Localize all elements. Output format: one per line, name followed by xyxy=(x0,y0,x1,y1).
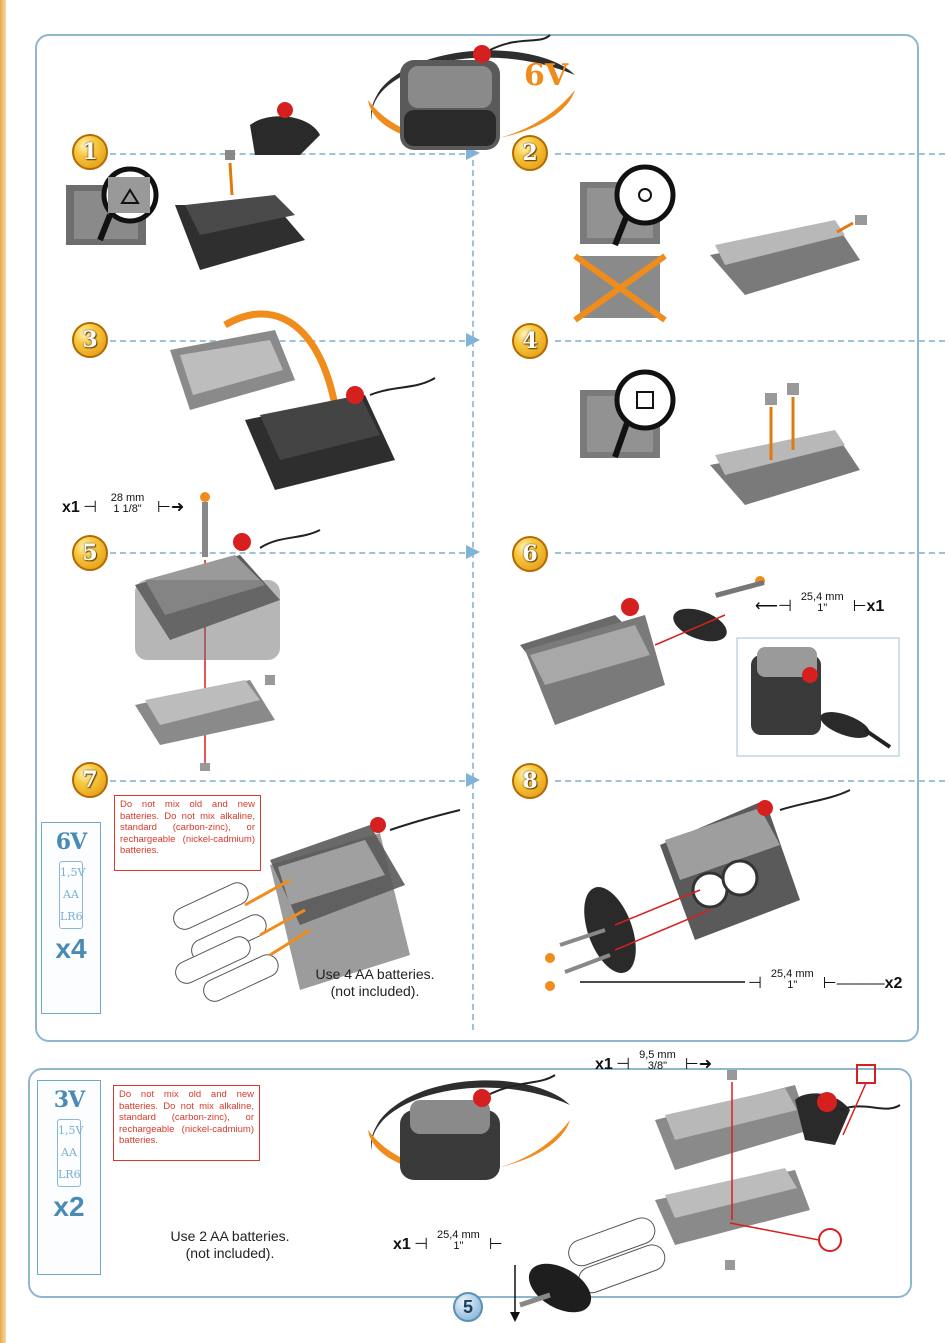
battery-pack-6v-hero xyxy=(368,34,575,150)
measure-3v-top: x1 ⊣ 9,5 mm 3/8" ⊢➜ xyxy=(595,1049,713,1074)
measure-3v-top-inch: 3/8" xyxy=(647,1060,668,1072)
panel-6v-cell: 1,5V AA LR6 xyxy=(59,861,86,929)
step-6-inch: 1" xyxy=(817,602,828,614)
measure-3v-bottom-qty: x1 xyxy=(393,1236,411,1253)
center-divider xyxy=(472,150,474,1030)
step-7-warning: Do not mix old and new batteries. Do not… xyxy=(114,795,261,871)
caption-3v: Use 2 AA batteries. (not included). xyxy=(155,1228,305,1262)
warning-3v: Do not mix old and new batteries. Do not… xyxy=(113,1085,260,1161)
panel-3v-cell-code: LR6 xyxy=(58,1168,81,1181)
step-6-qty: x1 xyxy=(866,598,885,615)
step-4-badge: 4 xyxy=(512,323,548,359)
row-7-arrow xyxy=(466,773,480,787)
row-3-arrow xyxy=(466,333,480,347)
panel-6v-cell-volt: 1,5V xyxy=(60,866,86,879)
row-5-arrow xyxy=(466,545,480,559)
voltage-badge-6v: 6V xyxy=(524,58,569,93)
row-5-line xyxy=(110,552,465,554)
row-8-line xyxy=(555,780,945,782)
caption-3v-line-1: Use 2 AA batteries. xyxy=(170,1228,290,1244)
row-2-line xyxy=(555,153,945,155)
step-5-illustration xyxy=(135,492,321,771)
step-6-badge: 6 xyxy=(512,536,548,572)
caption-3v-line-2: (not included). xyxy=(185,1245,275,1261)
step-5-badge: 5 xyxy=(72,535,108,571)
step-4-illustration xyxy=(580,369,860,505)
battery-pack-3v-hero xyxy=(368,1074,570,1180)
step-6-size: 25,4 mm xyxy=(800,591,844,603)
exploded-3v-illustration xyxy=(510,1064,901,1322)
step-1-illustration xyxy=(66,102,320,270)
step-6-illustration xyxy=(520,576,900,757)
step-7-badge: 7 xyxy=(72,762,108,798)
step-2-illustration xyxy=(573,164,867,323)
row-3-line xyxy=(110,340,465,342)
measure-3v-top-qty: x1 xyxy=(595,1056,613,1073)
step-2-badge: 2 xyxy=(512,135,548,171)
step-7-illustration xyxy=(173,809,461,1002)
step-6-measure: ⟵⊣ 25,4 mm 1" ⊢x1 xyxy=(755,591,885,616)
row-7-line xyxy=(110,780,465,782)
measure-3v-bottom: x1 ⊣ 25,4 mm 1" ⊢ xyxy=(393,1229,503,1254)
row-6-line xyxy=(555,552,945,554)
step-8-inch: 1" xyxy=(787,979,798,991)
step-1-badge: 1 xyxy=(72,134,108,170)
panel-6v-cell-code: LR6 xyxy=(60,910,83,923)
step-8-illustration xyxy=(545,789,851,991)
caption-6v-line-2: (not included). xyxy=(330,983,420,999)
panel-3v-volt: 3V xyxy=(53,1087,85,1113)
measure-3v-bottom-inch: 1" xyxy=(453,1240,464,1252)
step-8-badge: 8 xyxy=(512,763,548,799)
step-5-qty: x1 xyxy=(62,499,80,516)
step-8-measure: ⊣ 25,4 mm 1" ⊢———x2 xyxy=(748,968,903,993)
page-edge xyxy=(0,0,6,1343)
battery-panel-6v: 6V 1,5V AA LR6 x4 xyxy=(41,822,101,1014)
step-5-measure: x1 ⊣ 28 mm 1 1/8" ⊢➜ xyxy=(62,492,185,517)
step-5-inch: 1 1/8" xyxy=(113,503,142,515)
step-3-badge: 3 xyxy=(72,322,108,358)
panel-3v-qty: x2 xyxy=(53,1191,85,1222)
panel-3v-cell-volt: 1,5V xyxy=(58,1124,84,1137)
step-8-qty: x2 xyxy=(884,975,903,992)
step-5-size: 28 mm xyxy=(110,492,145,504)
step-8-size: 25,4 mm xyxy=(770,968,814,980)
panel-3v-cell-type: AA xyxy=(61,1146,77,1159)
row-4-line xyxy=(555,340,945,342)
frame-6v xyxy=(35,34,919,1042)
panel-6v-cell-type: AA xyxy=(63,888,79,901)
panel-3v-cell: 1,5V AA LR6 xyxy=(57,1119,84,1187)
panel-6v-volt: 6V xyxy=(55,829,87,855)
panel-6v-qty: x4 xyxy=(55,933,87,964)
caption-6v-line-1: Use 4 AA batteries. xyxy=(315,966,435,982)
measure-3v-bottom-size: 25,4 mm xyxy=(437,1229,480,1241)
measure-3v-top-size: 9,5 mm xyxy=(639,1049,676,1061)
page-number: 5 xyxy=(453,1292,483,1322)
battery-panel-3v: 3V 1,5V AA LR6 x2 xyxy=(37,1080,101,1275)
caption-6v: Use 4 AA batteries. (not included). xyxy=(300,966,450,1000)
step-3-illustration xyxy=(170,310,436,490)
